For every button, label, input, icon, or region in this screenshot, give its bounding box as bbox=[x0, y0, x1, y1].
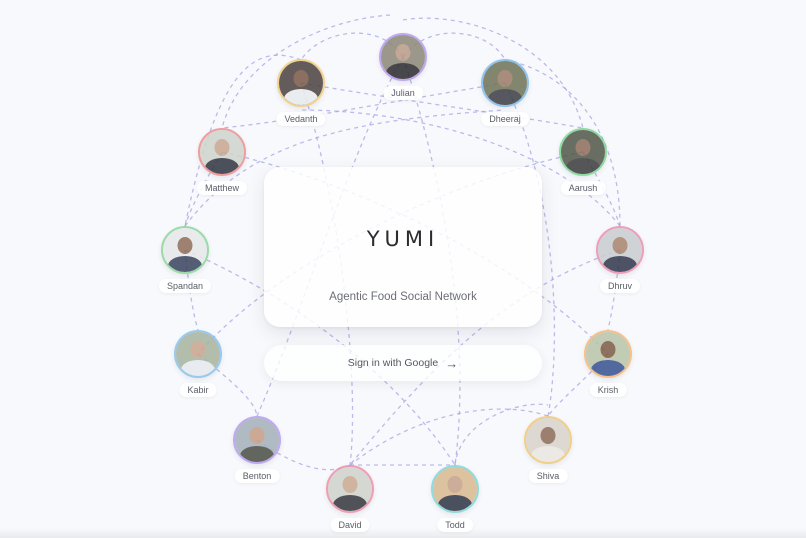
avatar[interactable] bbox=[277, 59, 325, 107]
avatar-photo-face bbox=[575, 139, 591, 156]
avatar[interactable] bbox=[584, 330, 632, 378]
avatar[interactable] bbox=[596, 226, 644, 274]
app-logo: YUMI bbox=[366, 227, 440, 251]
connection-line bbox=[184, 151, 223, 227]
avatar-photo-body bbox=[488, 89, 522, 105]
avatar-photo-face bbox=[293, 70, 309, 87]
connection-line bbox=[184, 54, 302, 227]
connection-line bbox=[300, 32, 404, 61]
person-name-label: Krish bbox=[589, 383, 627, 397]
person-name-label: Vedanth bbox=[276, 112, 326, 126]
person-name-label: Kabir bbox=[179, 383, 217, 397]
sign-in-with-google-button[interactable]: Sign in with Google → bbox=[264, 345, 542, 381]
avatar[interactable] bbox=[431, 465, 479, 513]
connection-line bbox=[221, 151, 609, 355]
connection-line bbox=[504, 82, 556, 417]
person-name-label: Aarush bbox=[560, 181, 606, 195]
avatar[interactable] bbox=[524, 416, 572, 464]
avatar-photo-face bbox=[612, 237, 628, 254]
avatar-photo-body bbox=[531, 446, 565, 462]
avatar-photo-face bbox=[540, 427, 556, 444]
login-card: YUMI Agentic Food Social Network bbox=[264, 167, 542, 327]
person-name-label: Benton bbox=[234, 469, 280, 483]
avatar-photo-face bbox=[214, 139, 230, 156]
avatar-photo-face bbox=[497, 70, 513, 87]
person-name-label: Matthew bbox=[196, 181, 248, 195]
connection-line bbox=[300, 82, 584, 129]
person-name-label: Spandan bbox=[158, 279, 212, 293]
avatar-photo-body bbox=[240, 446, 274, 462]
app-tagline: Agentic Food Social Network bbox=[329, 291, 477, 303]
sign-in-label: Sign in with Google bbox=[347, 357, 439, 369]
connection-line bbox=[221, 82, 506, 129]
connection-line bbox=[300, 109, 621, 227]
connection-line bbox=[402, 32, 506, 61]
connection-line bbox=[582, 151, 621, 227]
connection-line bbox=[402, 17, 584, 129]
avatar-photo-face bbox=[249, 427, 265, 444]
person-name-label: Todd bbox=[437, 518, 473, 532]
avatar[interactable] bbox=[559, 128, 607, 176]
avatar[interactable] bbox=[379, 33, 427, 81]
avatar-photo-body bbox=[591, 360, 625, 376]
avatar-photo-body bbox=[603, 256, 637, 272]
avatar-photo-body bbox=[333, 495, 367, 511]
avatar-photo-body bbox=[284, 89, 318, 105]
avatar[interactable] bbox=[326, 465, 374, 513]
avatar-photo-body bbox=[168, 256, 202, 272]
connection-line bbox=[454, 403, 549, 466]
avatar-photo-face bbox=[177, 237, 193, 254]
connection-line bbox=[197, 353, 258, 417]
avatar[interactable] bbox=[174, 330, 222, 378]
connection-line bbox=[184, 249, 456, 466]
connection-line bbox=[300, 82, 354, 466]
bottom-shadow bbox=[0, 528, 806, 538]
connection-line bbox=[349, 408, 549, 466]
avatar[interactable] bbox=[481, 59, 529, 107]
person-name-label: Dhruv bbox=[599, 279, 641, 293]
connection-line bbox=[221, 14, 391, 129]
person-name-label: Shiva bbox=[528, 469, 568, 483]
avatar-photo-face bbox=[600, 341, 616, 358]
connection-line bbox=[184, 109, 506, 227]
avatar-photo-face bbox=[342, 476, 358, 493]
avatar[interactable] bbox=[161, 226, 209, 274]
avatar-photo-body bbox=[205, 158, 239, 174]
avatar[interactable] bbox=[198, 128, 246, 176]
avatar-photo-face bbox=[190, 341, 206, 358]
avatar-photo-face bbox=[395, 44, 411, 61]
avatar-photo-body bbox=[181, 360, 215, 376]
avatar-photo-body bbox=[438, 495, 472, 511]
person-name-label: David bbox=[330, 518, 370, 532]
person-name-label: Julian bbox=[383, 86, 423, 100]
avatar-photo-body bbox=[386, 63, 420, 79]
person-name-label: Dheeraj bbox=[481, 112, 529, 126]
arrow-right-icon: → bbox=[445, 355, 459, 371]
connection-line bbox=[349, 249, 621, 466]
avatar[interactable] bbox=[233, 416, 281, 464]
avatar-photo-body bbox=[566, 158, 600, 174]
avatar-photo-face bbox=[447, 476, 463, 493]
